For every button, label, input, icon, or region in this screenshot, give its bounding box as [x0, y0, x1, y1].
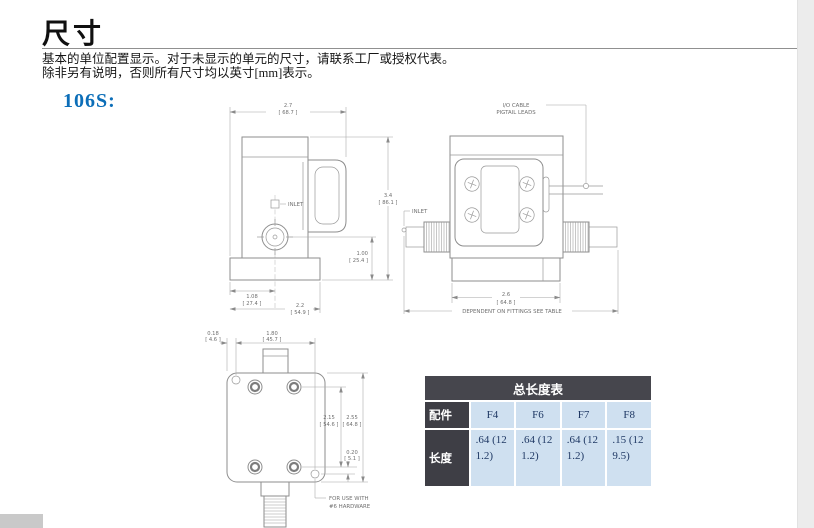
phillips-screw-icon	[464, 176, 535, 223]
model-label: 106S:	[63, 90, 116, 112]
screw-hole-icon	[247, 379, 302, 475]
dim-inlet-height-in: 1.00	[356, 251, 368, 257]
dim-hole-span-in: 1.80	[266, 331, 278, 337]
bottom-view-drawing: 0.18 [ 4.6 ] 1.80 [ 45.7 ] 2.15 [ 54.6 ]…	[205, 331, 371, 528]
dim-ear-in: 0.20	[346, 450, 358, 456]
side-view-drawing: INLET 2.7 [ 68.7 ] 3.4 [ 86.1 ] 1.00 [ 2…	[229, 103, 398, 316]
intro-line-2: 除非另有说明，否则所有尺寸均以英寸[mm]表示。	[42, 65, 320, 80]
dim-edge-mm: [ 4.6 ]	[205, 337, 221, 343]
page-edge-strip	[797, 0, 814, 528]
left-fitting	[401, 221, 451, 253]
io-cable-label-2: PIGTAIL LEADS	[496, 110, 536, 116]
side-inlet-label: INLET	[288, 202, 304, 208]
dim-side-width-mm: [ 68.7 ]	[279, 110, 298, 116]
inlet-port	[257, 199, 293, 255]
dim-screw-span-mm: [ 54.6 ]	[320, 422, 339, 428]
fitting-row-label: 配件	[425, 402, 469, 428]
front-inlet-label: INLET	[412, 209, 428, 215]
length-f7: .64 (121.2)	[561, 430, 606, 486]
dim-ear-mm: [ 5.1 ]	[344, 456, 360, 462]
length-f6: .64 (121.2)	[516, 430, 560, 486]
dim-side-width-in: 2.7	[284, 103, 292, 109]
dim-edge-in: 0.18	[207, 331, 219, 337]
dim-base-in: 2.2	[296, 303, 304, 309]
length-table-title: 总长度表	[425, 376, 651, 400]
bottom-fitting	[260, 481, 290, 528]
length-row-label: 长度	[425, 430, 469, 486]
dim-plate-mm: [ 64.8 ]	[343, 422, 362, 428]
hardware-note-2: #6 HARDWARE	[329, 504, 371, 510]
hardware-note-1: FOR USE WITH	[329, 496, 369, 502]
dim-front-width-mm: [ 64.8 ]	[497, 300, 516, 306]
io-cable-label-1: I/O CABLE	[503, 103, 531, 109]
intro-text: 基本的单位配置显示。对于未显示的单元的尺寸，请联系工厂或授权代表。 除非另有说明…	[42, 52, 455, 80]
right-fitting	[562, 221, 618, 253]
fitting-f6: F6	[516, 402, 560, 428]
dim-front-width-in: 2.6	[502, 292, 510, 298]
length-f4: .64 (121.2)	[470, 430, 515, 486]
dim-base-mm: [ 54.9 ]	[291, 310, 310, 316]
dim-hole-span-mm: [ 45.7 ]	[263, 337, 282, 343]
front-view-drawing: I/O CABLE PIGTAIL LEADS INLET	[401, 103, 619, 315]
length-f8: .15 (129.5)	[607, 430, 651, 486]
fitting-f4: F4	[470, 402, 515, 428]
pigtail-lead-end	[583, 183, 589, 189]
dim-side-height-mm: [ 86.1 ]	[379, 200, 398, 206]
dim-inlet-offset-in: 1.08	[246, 294, 258, 300]
fittings-note: DEPENDENT ON FITTINGS SEE TABLE	[462, 309, 562, 315]
page-title: 尺寸	[42, 19, 105, 50]
corner-box	[0, 514, 43, 528]
dim-screw-span-in: 2.15	[323, 415, 335, 421]
intro-line-1: 基本的单位配置显示。对于未显示的单元的尺寸，请联系工厂或授权代表。	[42, 52, 455, 66]
dim-plate-in: 2.55	[346, 415, 358, 421]
dim-inlet-height-mm: [ 25.4 ]	[349, 258, 368, 264]
mount-ear-hole	[310, 469, 320, 479]
dim-inlet-offset-mm: [ 27.4 ]	[243, 301, 262, 307]
fitting-f7: F7	[561, 402, 606, 428]
dim-side-height-in: 3.4	[384, 193, 393, 199]
fitting-f8: F8	[607, 402, 651, 428]
length-table: 总长度表 配件 F4 F6 F7 F8 长度 .64 (121.2) .64 (…	[423, 374, 653, 488]
title-underline	[42, 48, 798, 49]
mount-ear-hole	[231, 375, 241, 385]
